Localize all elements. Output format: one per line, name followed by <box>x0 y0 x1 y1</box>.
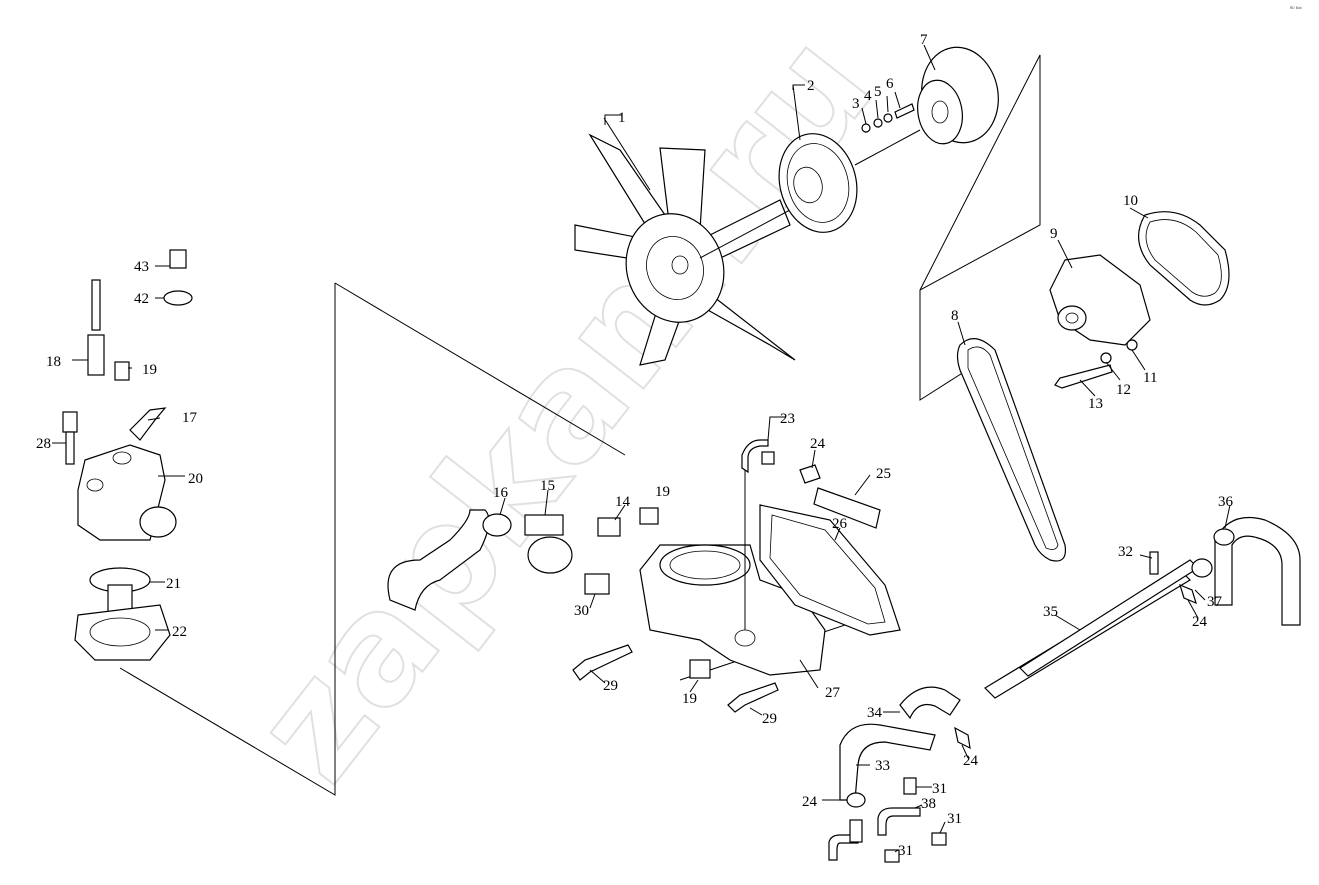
callout-3: 3 <box>852 96 860 112</box>
belt-part <box>956 338 1067 562</box>
pump-bolt-parts <box>1054 339 1138 389</box>
outlet-housing-part <box>639 544 826 676</box>
callout-7: 7 <box>920 32 928 48</box>
callout-19-fitting: 19 <box>655 484 670 500</box>
callout-33: 33 <box>875 758 890 774</box>
callout-34: 34 <box>867 705 883 721</box>
callout-9: 9 <box>1050 226 1058 242</box>
gasket-part <box>1138 211 1230 306</box>
callout-5: 5 <box>874 84 882 100</box>
nut-washer-stud-parts <box>861 103 915 133</box>
callout-31-c: 31 <box>898 843 913 859</box>
corner-mark: ᴿᴰ ᴮᵃᵇ <box>1290 6 1302 12</box>
callout-19-sensor: 19 <box>142 362 157 378</box>
callout-35: 35 <box>1043 604 1058 620</box>
callout-24-upper: 24 <box>810 436 826 452</box>
callout-14: 14 <box>615 494 631 510</box>
callout-2: 2 <box>807 78 815 94</box>
callout-8: 8 <box>951 308 959 324</box>
callout-22: 22 <box>172 624 187 640</box>
thermostat-housing-part <box>77 444 177 541</box>
callout-25: 25 <box>876 466 891 482</box>
coolant-tube-assembly-part <box>839 516 1301 801</box>
fittings-parts <box>584 507 711 679</box>
callout-4: 4 <box>864 88 872 104</box>
callout-30: 30 <box>574 603 589 619</box>
hose-part <box>387 509 512 611</box>
callout-13: 13 <box>1088 396 1103 412</box>
callout-11: 11 <box>1143 370 1157 386</box>
callout-21: 21 <box>166 576 181 592</box>
callout-17: 17 <box>182 410 198 426</box>
callout-24-lower: 24 <box>802 794 818 810</box>
callout-38: 38 <box>921 796 936 812</box>
callout-10: 10 <box>1123 193 1138 209</box>
sensor-parts <box>62 249 193 465</box>
callout-18: 18 <box>46 354 61 370</box>
pulley-part <box>917 46 999 145</box>
callout-20: 20 <box>188 471 203 487</box>
callout-1: 1 <box>618 110 626 126</box>
water-pump-part <box>1049 254 1151 346</box>
small-fittings-parts <box>828 551 1197 863</box>
pipe-parts <box>741 439 881 630</box>
fan-clutch-part <box>778 129 921 233</box>
bolt-parts <box>572 644 779 713</box>
thermostat-gasket-part <box>74 604 171 661</box>
callout-26: 26 <box>832 516 848 532</box>
clamp-part <box>524 514 573 574</box>
callout-12: 12 <box>1116 382 1131 398</box>
leader-lines <box>52 44 1231 853</box>
callout-32: 32 <box>1118 544 1133 560</box>
callout-31-b: 31 <box>947 811 962 827</box>
fan-part <box>574 133 796 366</box>
callout-43: 43 <box>134 259 149 275</box>
callout-23: 23 <box>780 411 795 427</box>
callout-29-left: 29 <box>603 678 618 694</box>
callout-24-right: 24 <box>1192 614 1208 630</box>
callout-19-lower: 19 <box>682 691 697 707</box>
callout-6: 6 <box>886 76 894 92</box>
callout-24-mid: 24 <box>963 753 979 769</box>
callout-15: 15 <box>540 478 555 494</box>
callout-42: 42 <box>134 291 149 307</box>
callout-16: 16 <box>493 485 509 501</box>
callout-29-right: 29 <box>762 711 777 727</box>
callout-37: 37 <box>1207 594 1223 610</box>
callout-36: 36 <box>1218 494 1234 510</box>
callout-28: 28 <box>36 436 51 452</box>
callout-31-a: 31 <box>932 781 947 797</box>
callout-labels: 1 2 3 4 5 6 7 8 9 10 11 12 13 14 15 16 1… <box>36 32 1234 859</box>
watermark: zapkam.ru <box>221 3 907 812</box>
callout-27: 27 <box>825 685 841 701</box>
